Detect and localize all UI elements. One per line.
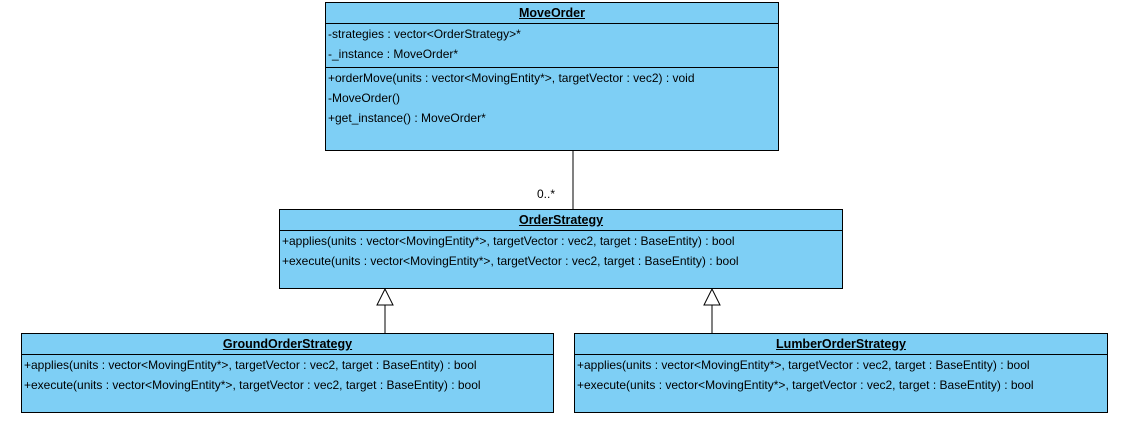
operation: -MoveOrder() [328, 91, 401, 105]
class-move-order[interactable]: MoveOrder -strategies : vector<OrderStra… [325, 2, 779, 151]
attribute: -_instance : MoveOrder* [328, 47, 459, 61]
class-ground-order-strategy[interactable]: GroundOrderStrategy +applies(units : vec… [21, 333, 554, 413]
operation: +applies(units : vector<MovingEntity*>, … [577, 358, 1030, 372]
operations-compartment: +applies(units : vector<MovingEntity*>, … [22, 355, 553, 398]
attributes-compartment: -strategies : vector<OrderStrategy>* -_i… [326, 24, 778, 68]
class-name: OrderStrategy [280, 210, 842, 231]
operations-compartment: +applies(units : vector<MovingEntity*>, … [575, 355, 1107, 398]
class-lumber-order-strategy[interactable]: LumberOrderStrategy +applies(units : vec… [574, 333, 1108, 413]
class-name: MoveOrder [326, 3, 778, 24]
class-name: GroundOrderStrategy [22, 334, 553, 355]
multiplicity-label: 0..* [537, 187, 556, 201]
attribute: -strategies : vector<OrderStrategy>* [328, 27, 521, 41]
operations-compartment: +applies(units : vector<MovingEntity*>, … [280, 231, 842, 274]
generalization-arrowhead-ground [376, 287, 394, 306]
operation: +applies(units : vector<MovingEntity*>, … [24, 358, 477, 372]
generalization-arrowhead-lumber [703, 287, 721, 306]
operations-compartment: +orderMove(units : vector<MovingEntity*>… [326, 68, 778, 131]
operation: +execute(units : vector<MovingEntity*>, … [577, 378, 1034, 392]
operation: +execute(units : vector<MovingEntity*>, … [282, 254, 739, 268]
class-order-strategy[interactable]: OrderStrategy +applies(units : vector<Mo… [279, 209, 843, 289]
operation: +orderMove(units : vector<MovingEntity*>… [328, 71, 695, 85]
operation: +execute(units : vector<MovingEntity*>, … [24, 378, 481, 392]
operation: +applies(units : vector<MovingEntity*>, … [282, 234, 735, 248]
class-name: LumberOrderStrategy [575, 334, 1107, 355]
operation: +get_instance() : MoveOrder* [328, 111, 486, 125]
